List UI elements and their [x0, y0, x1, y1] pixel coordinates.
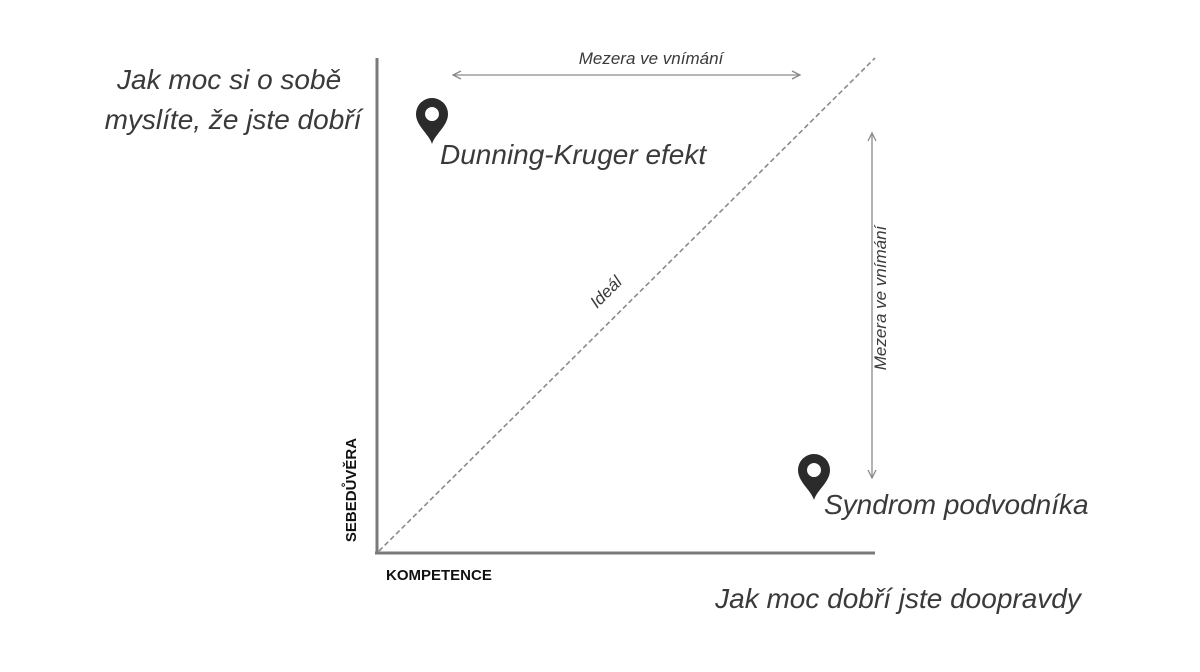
y-question-line2: myslíte, že jste dobří — [105, 104, 365, 135]
y-question-line1: Jak moc si o sobě — [116, 64, 341, 95]
ideal-diagonal-line — [378, 57, 876, 552]
impostor-syndrome-marker: Syndrom podvodníka — [798, 454, 1089, 520]
gap-top-label: Mezera ve vnímání — [579, 49, 726, 68]
y-axis-label: SEBEDŮVĚRA — [341, 438, 360, 542]
map-pin-icon — [416, 98, 448, 144]
dunning-kruger-label: Dunning-Kruger efekt — [440, 139, 707, 170]
gap-right-label: Mezera ve vnímání — [871, 223, 890, 370]
map-pin-icon — [798, 454, 830, 500]
x-question: Jak moc dobří jste doopravdy — [714, 583, 1083, 614]
ideal-label: Ideál — [586, 271, 626, 311]
dunning-kruger-marker: Dunning-Kruger efekt — [416, 98, 707, 170]
impostor-syndrome-label: Syndrom podvodníka — [824, 489, 1089, 520]
x-axis-label: KOMPETENCE — [386, 567, 492, 584]
y-question: Jak moc si o sobě myslíte, že jste dobří — [105, 64, 365, 135]
